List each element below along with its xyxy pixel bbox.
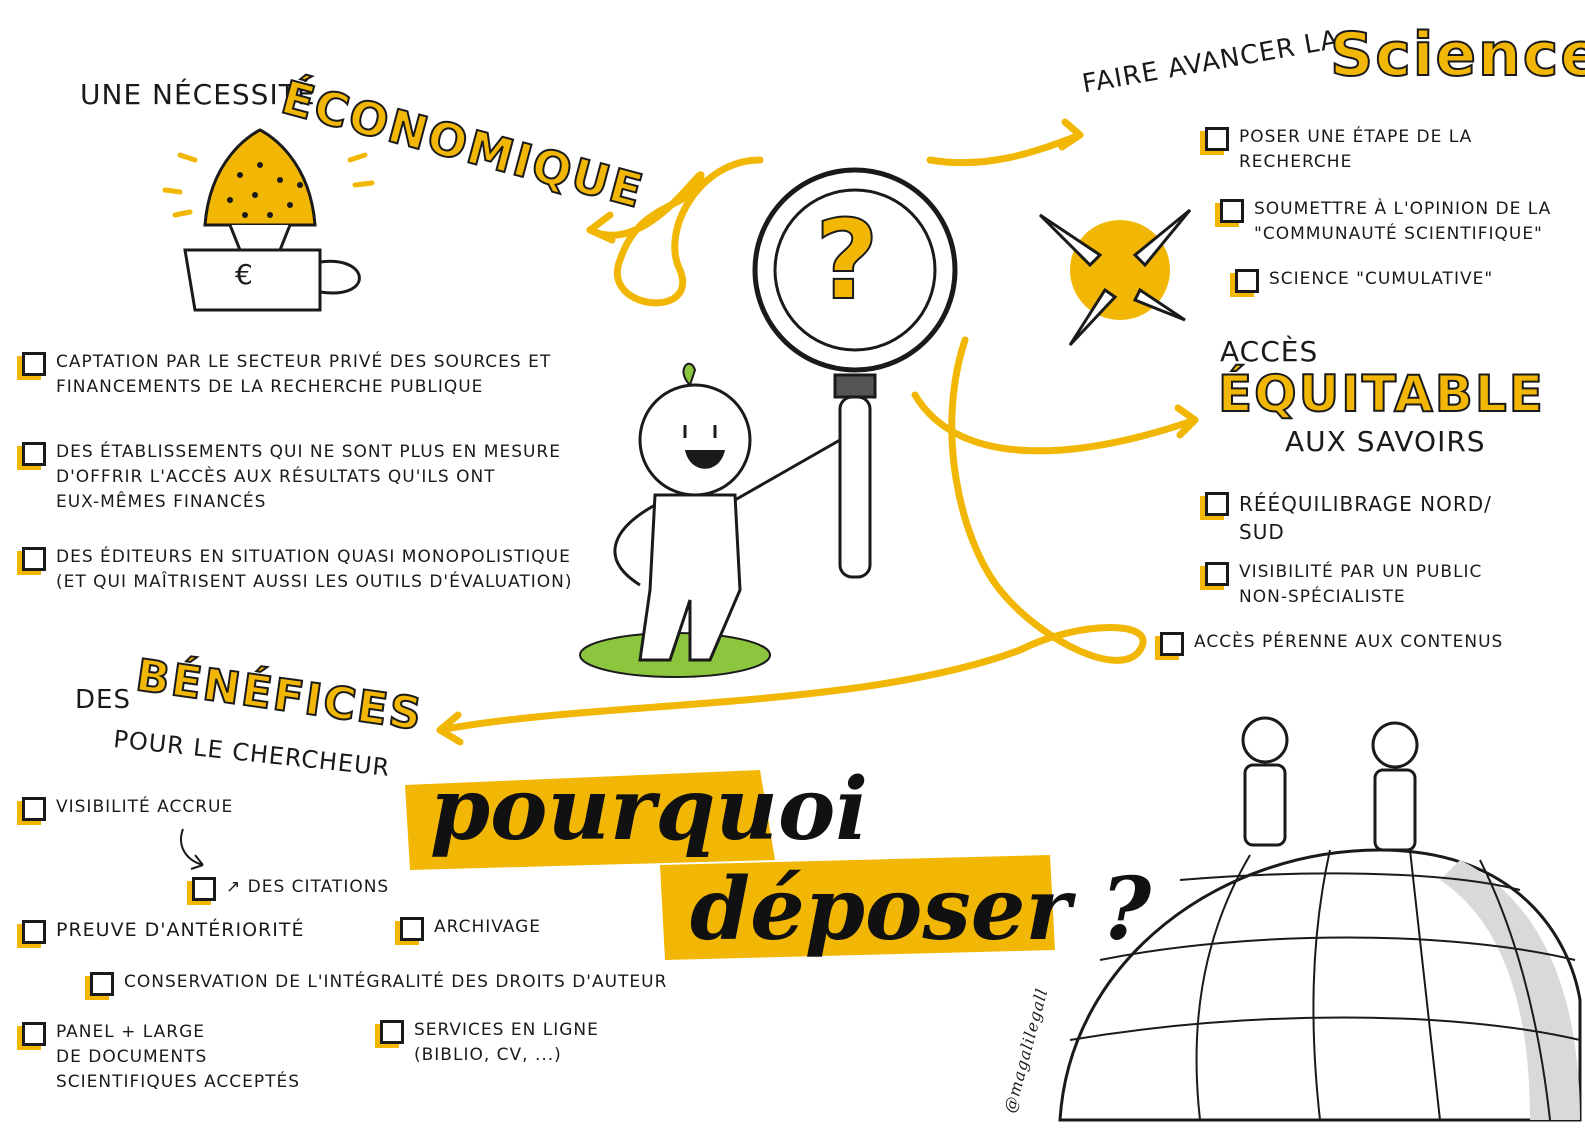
arrow-to-benefits xyxy=(436,336,1147,734)
connector-arrows xyxy=(436,118,1199,746)
checkbox-icon xyxy=(380,1020,404,1044)
science-item-2: SOUMETTRE À L'OPINION DE LA "COMMUNAUTÉ … xyxy=(1220,197,1551,247)
title-line2: déposer ? xyxy=(690,859,1152,960)
benefit-services: SERVICES EN LIGNE (BIBLIO, CV, ...) xyxy=(380,1018,599,1068)
economic-prefix: UNE NÉCESSITÉ xyxy=(80,78,316,111)
arrow-to-science-head xyxy=(1058,118,1084,151)
arrow-to-economic-head xyxy=(586,211,616,244)
economic-item-2: DES ÉTABLISSEMENTS QUI NE SONT PLUS EN M… xyxy=(22,440,561,515)
checkbox-icon xyxy=(22,352,46,376)
down-arrow-icon xyxy=(180,828,204,870)
title-brush xyxy=(405,770,1055,960)
juicer-illustration xyxy=(162,128,375,312)
access-item-2: VISIBILITÉ PAR UN PUBLIC NON-SPÉCIALISTE xyxy=(1205,560,1482,610)
checkbox-icon xyxy=(1205,127,1229,151)
arrow-to-science xyxy=(926,131,1084,167)
checkbox-icon xyxy=(1235,269,1259,293)
benefit-citations: ↗ DES CITATIONS xyxy=(192,875,389,901)
access-title: ÉQUITABLE xyxy=(1217,364,1545,424)
checkbox-icon xyxy=(192,877,216,901)
access-item-3: ACCÈS PÉRENNE AUX CONTENUS xyxy=(1160,630,1503,656)
benefit-archiving: ARCHIVAGE xyxy=(400,915,541,941)
benefit-panel: PANEL + LARGE DE DOCUMENTS SCIENTIFIQUES… xyxy=(22,1020,300,1095)
arrow-to-benefits-head xyxy=(436,711,464,746)
checkbox-icon xyxy=(22,797,46,821)
benefit-priority: PREUVE D'ANTÉRIORITÉ xyxy=(22,918,304,944)
checkbox-icon xyxy=(400,917,424,941)
arrow-to-economic xyxy=(586,156,764,307)
science-title: Science xyxy=(1329,19,1585,91)
benefits-prefix: DES xyxy=(75,685,131,715)
euro-symbol: € xyxy=(235,258,254,291)
arrow-to-access-head xyxy=(1174,404,1199,439)
checkbox-icon xyxy=(22,1022,46,1046)
benefit-rights: CONSERVATION DE L'INTÉGRALITÉ DES DROITS… xyxy=(90,970,667,996)
title-line1: pourquoi xyxy=(430,759,869,860)
hands-illustration xyxy=(1038,208,1192,347)
access-line1: ACCÈS xyxy=(1220,335,1319,368)
arrow-to-access xyxy=(911,391,1199,455)
checkbox-icon xyxy=(22,920,46,944)
science-item-1: POSER UNE ÉTAPE DE LA RECHERCHE xyxy=(1205,125,1472,175)
character-illustration xyxy=(579,167,958,678)
checkbox-icon xyxy=(1205,562,1229,586)
benefit-visibility: VISIBILITÉ ACCRUE xyxy=(22,795,233,821)
checkbox-icon xyxy=(22,442,46,466)
checkbox-icon xyxy=(1220,199,1244,223)
science-item-3: SCIENCE "CUMULATIVE" xyxy=(1235,267,1493,293)
checkbox-icon xyxy=(1160,632,1184,656)
checkbox-icon xyxy=(22,547,46,571)
globe-illustration xyxy=(1058,716,1582,1122)
question-mark: ? xyxy=(814,196,881,324)
checkbox-icon xyxy=(90,972,114,996)
access-line3: AUX SAVOIRS xyxy=(1285,425,1486,458)
checkbox-icon xyxy=(1205,492,1229,516)
economic-item-1: CAPTATION PAR LE SECTEUR PRIVÉ DES SOURC… xyxy=(22,350,551,400)
economic-item-3: DES ÉDITEURS EN SITUATION QUASI MONOPOLI… xyxy=(22,545,573,595)
access-item-1: RÉÉQUILIBRAGE NORD/ SUD xyxy=(1205,490,1492,546)
